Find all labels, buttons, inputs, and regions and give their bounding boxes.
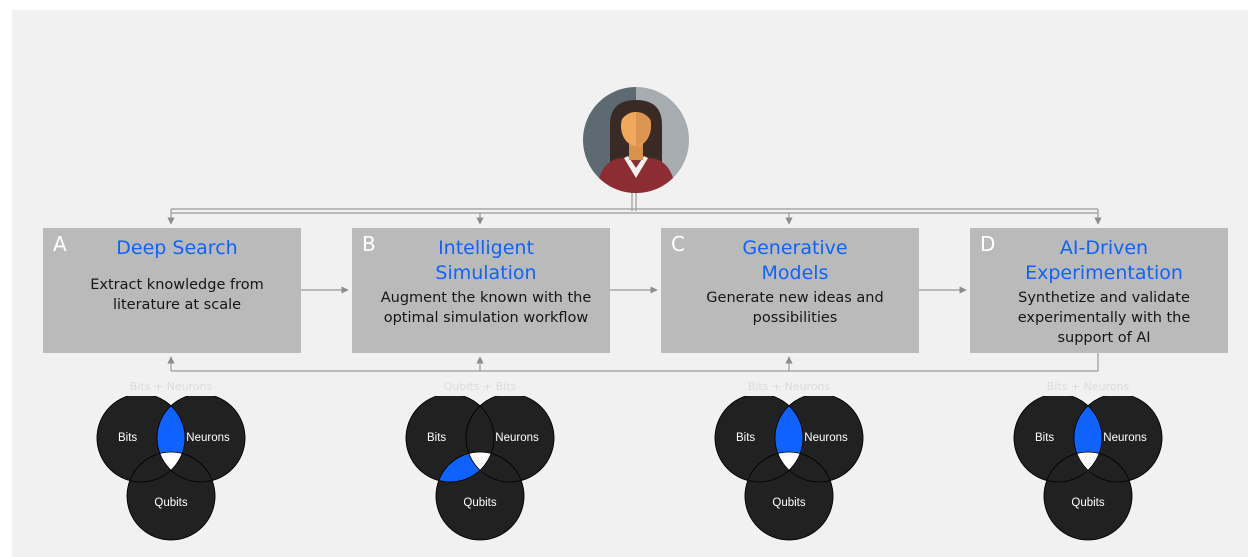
step-title: Deep Search	[116, 237, 238, 259]
step-box-b: B Intelligent Simulation Augment the kno…	[352, 228, 610, 353]
venn-label-neurons: Neurons	[804, 432, 848, 444]
venn-label-qubits: Qubits	[463, 497, 496, 509]
step-box-d: D AI-Driven Experimentation Synthetize a…	[970, 228, 1228, 353]
person-avatar-icon	[583, 87, 689, 193]
step-title: AI-Driven Experimentation	[1025, 237, 1183, 284]
venn-label-bits: Bits	[427, 432, 446, 444]
step-description: Generate new ideas and possibilities	[706, 290, 884, 326]
venn-caption: Qubits + Bits	[443, 380, 517, 393]
step-box-a: A Deep Search Extract knowledge from lit…	[43, 228, 301, 353]
venn-label-qubits: Qubits	[154, 497, 187, 509]
venn-label-bits: Bits	[736, 432, 755, 444]
step-letter: A	[53, 232, 67, 256]
venn-label-neurons: Neurons	[495, 432, 539, 444]
venn-label-bits: Bits	[1035, 432, 1054, 444]
venn-caption: Bits + Neurons	[1046, 380, 1130, 393]
step-description: Extract knowledge from literature at sca…	[90, 277, 264, 313]
step-letter: C	[671, 232, 685, 256]
venn-label-qubits: Qubits	[772, 497, 805, 509]
step-title: Generative Models	[742, 237, 848, 284]
venn-caption: Bits + Neurons	[747, 380, 831, 393]
venn-label-neurons: Neurons	[186, 432, 230, 444]
venn-label-bits: Bits	[118, 432, 137, 444]
step-letter: B	[362, 232, 376, 256]
step-description: Synthetize and validate experimentally w…	[1017, 290, 1191, 346]
venn-label-qubits: Qubits	[1071, 497, 1104, 509]
venn-label-neurons: Neurons	[1103, 432, 1147, 444]
step-description: Augment the known with the optimal simul…	[380, 290, 592, 326]
step-letter: D	[980, 232, 996, 256]
venn-caption: Bits + Neurons	[129, 380, 213, 393]
step-title: Intelligent Simulation	[435, 237, 537, 284]
step-box-c: C Generative Models Generate new ideas a…	[661, 228, 919, 353]
